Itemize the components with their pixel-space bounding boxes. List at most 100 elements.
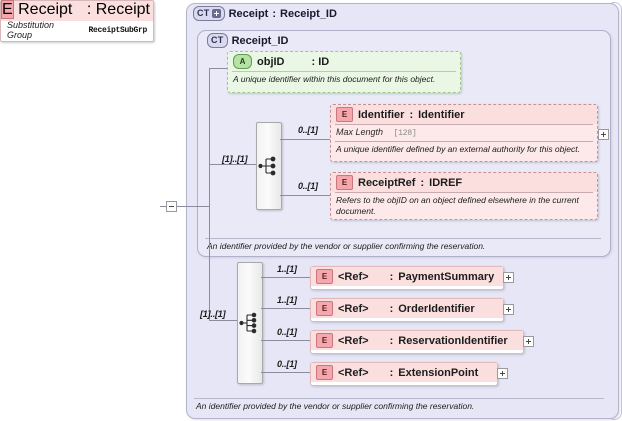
- receiptref-name: ReceiptRef: [358, 176, 416, 189]
- outer-annotation-rule: [194, 398, 604, 399]
- line-seq-to-paymentsummary: [261, 277, 310, 278]
- identifier-divider-2: [335, 141, 593, 142]
- line-expander-to-ct: [177, 206, 209, 207]
- line-branch-to-sequence: [209, 320, 237, 321]
- paymentsummary-separator: :: [389, 270, 394, 283]
- extensionpoint-expand-expander[interactable]: [497, 368, 508, 379]
- attribute-objid-header: A objID : ID: [228, 52, 460, 71]
- identifier-facet-value: [128]: [393, 129, 417, 138]
- sequence-in-cardinality: [1]..[1]: [200, 309, 226, 319]
- seq-branch-3-cardinality: 0..[1]: [277, 359, 297, 369]
- element-badge-icon: E: [316, 269, 333, 284]
- root-collapse-expander[interactable]: [166, 201, 177, 212]
- element-badge-icon: E: [316, 333, 333, 348]
- choice-branch-1-cardinality: 0..[1]: [298, 181, 318, 191]
- seq-branch-1-cardinality: 1..[1]: [277, 295, 297, 305]
- complextype-name: Receipt: [228, 7, 269, 20]
- orderidentifier-header: E <Ref> : OrderIdentifier: [311, 299, 503, 318]
- root-element-node-receipt[interactable]: E Receipt : Receipt Substitution Group R…: [0, 0, 154, 42]
- extensionpoint-ref-label: <Ref>: [338, 366, 369, 379]
- element-ref-reservationidentifier[interactable]: E <Ref> : ReservationIdentifier: [310, 330, 524, 354]
- choice-compositor[interactable]: [256, 122, 282, 210]
- line-trunk-lower-vertical: [209, 206, 210, 320]
- paymentsummary-type: PaymentSummary: [398, 270, 495, 283]
- root-element-name: Receipt: [18, 1, 73, 18]
- element-ref-orderidentifier[interactable]: E <Ref> : OrderIdentifier: [310, 298, 504, 322]
- receiptref-type: IDREF: [429, 176, 463, 189]
- identifier-divider-1: [335, 124, 593, 125]
- orderidentifier-type: OrderIdentifier: [398, 302, 475, 315]
- ct-inner-badge-label: CT: [211, 35, 224, 45]
- sequence-icon: [239, 312, 257, 334]
- attribute-description: A unique identifier within this document…: [233, 74, 436, 84]
- paymentsummary-expand-expander[interactable]: [503, 272, 514, 283]
- extensionpoint-separator: :: [389, 366, 394, 379]
- root-element-header: E Receipt : Receipt: [1, 0, 153, 21]
- identifier-description: A unique identifier defined by an extern…: [336, 144, 580, 154]
- paymentsummary-ref-label: <Ref>: [338, 270, 369, 283]
- line-choice-to-receiptref: [280, 195, 330, 196]
- plus-icon: [211, 9, 221, 18]
- inner-annotation-rule: [205, 238, 601, 239]
- receiptref-divider: [335, 192, 593, 193]
- element-ref-paymentsummary[interactable]: E <Ref> : PaymentSummary: [310, 266, 504, 290]
- choice-icon: [258, 156, 276, 176]
- choice-branch-0-cardinality: 0..[1]: [298, 125, 318, 135]
- reservationidentifier-separator: :: [389, 334, 394, 347]
- reservationidentifier-type: ReservationIdentifier: [398, 334, 508, 347]
- element-badge-icon: E: [1, 0, 14, 19]
- reservationidentifier-header: E <Ref> : ReservationIdentifier: [311, 331, 523, 350]
- element-badge-icon: E: [316, 301, 333, 316]
- complextype-type: Receipt_ID: [280, 7, 337, 20]
- root-element-type: Receipt: [95, 1, 150, 18]
- line-trunk-vertical: [209, 68, 210, 207]
- choice-in-cardinality: [1]..[1]: [222, 154, 248, 164]
- complextype-header: CT Receipt : Receipt_ID: [193, 6, 337, 21]
- complextype-inner-name: Receipt_ID: [231, 34, 289, 47]
- ct-badge-label: CT: [197, 8, 210, 18]
- attribute-node-objid[interactable]: A objID : ID A unique identifier within …: [227, 51, 461, 93]
- ct-inner-badge-icon[interactable]: CT: [207, 33, 228, 48]
- substitution-group-label: Substitution Group: [7, 20, 55, 40]
- paymentsummary-header: E <Ref> : PaymentSummary: [311, 267, 503, 286]
- element-node-receiptref[interactable]: E ReceiptRef : IDREF Refers to the objID…: [330, 172, 598, 220]
- ct-badge-icon[interactable]: CT: [193, 6, 225, 21]
- element-node-identifier[interactable]: E Identifier : Identifier Max Length [12…: [330, 104, 598, 162]
- identifier-facet-label: Max Length: [336, 127, 384, 137]
- reservationidentifier-expand-expander[interactable]: [523, 336, 534, 347]
- line-root-to-expander: [160, 206, 169, 207]
- attribute-badge-icon: A: [233, 54, 252, 69]
- orderidentifier-ref-label: <Ref>: [338, 302, 369, 315]
- identifier-facet-row: Max Length [128]: [331, 125, 597, 141]
- line-seq-to-extensionpoint: [261, 372, 310, 373]
- attribute-divider: [232, 71, 456, 72]
- attribute-type: : ID: [311, 55, 330, 68]
- receiptref-header: E ReceiptRef : IDREF: [331, 173, 597, 192]
- element-badge-icon: E: [316, 365, 333, 380]
- extensionpoint-type: ExtensionPoint: [398, 366, 479, 379]
- element-ref-extensionpoint[interactable]: E <Ref> : ExtensionPoint: [310, 362, 498, 386]
- complextype-separator: :: [272, 7, 277, 20]
- outer-annotation-text: An identifier provided by the vendor or …: [196, 401, 475, 411]
- receiptref-separator: :: [420, 176, 425, 189]
- line-choice-to-identifier: [280, 139, 330, 140]
- element-badge-icon: E: [336, 107, 353, 122]
- element-badge-icon: E: [336, 175, 353, 190]
- root-element-separator: :: [86, 1, 92, 18]
- substitution-group-row: Substitution Group ReceiptSubGrp: [1, 20, 153, 40]
- identifier-separator: :: [409, 108, 414, 121]
- orderidentifier-separator: :: [389, 302, 394, 315]
- sequence-compositor[interactable]: [237, 262, 263, 384]
- complextype-inner-header: CT Receipt_ID: [207, 33, 288, 48]
- identifier-header: E Identifier : Identifier: [331, 105, 597, 124]
- extensionpoint-header: E <Ref> : ExtensionPoint: [311, 363, 497, 382]
- orderidentifier-expand-expander[interactable]: [503, 304, 514, 315]
- line-branch-to-choice: [209, 164, 256, 165]
- seq-branch-0-cardinality: 1..[1]: [277, 264, 297, 274]
- identifier-expand-expander[interactable]: [598, 129, 609, 140]
- seq-branch-2-cardinality: 0..[1]: [277, 327, 297, 337]
- inner-annotation-text: An identifier provided by the vendor or …: [207, 241, 486, 251]
- line-branch-to-objid: [209, 68, 227, 69]
- line-seq-to-orderidentifier: [261, 308, 310, 309]
- identifier-type: Identifier: [418, 108, 465, 121]
